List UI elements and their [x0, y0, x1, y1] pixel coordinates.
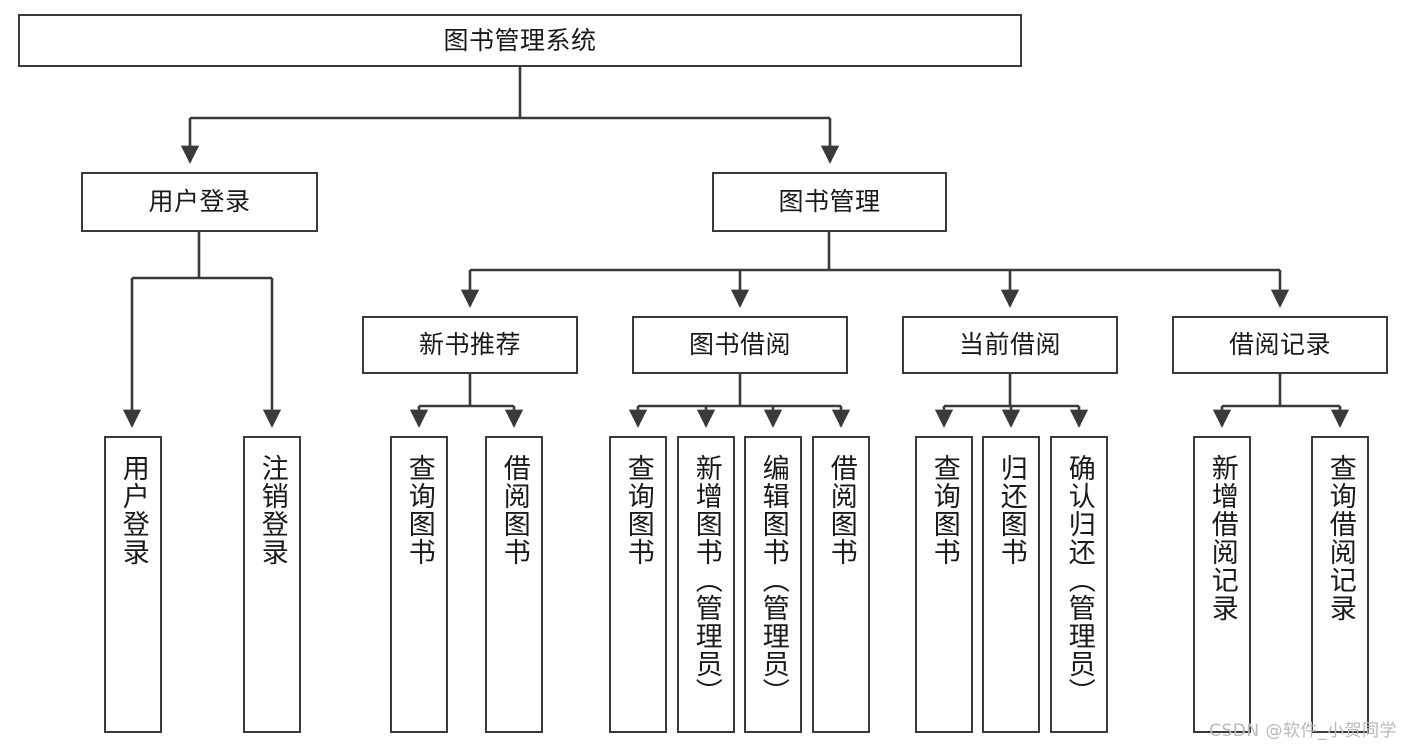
- node-label: 当前借阅: [958, 330, 1061, 360]
- node-leaf-confirm-return[interactable]: 确认归还（管理员）: [1050, 436, 1108, 733]
- node-label: 查询图书: [622, 454, 654, 566]
- node-label: 查询图书: [403, 454, 435, 566]
- node-borrow-record[interactable]: 借阅记录: [1172, 316, 1388, 374]
- node-leaf-add-book[interactable]: 新增图书（管理员）: [677, 436, 735, 733]
- node-label: 新增借阅记录: [1206, 454, 1238, 622]
- node-label: 用户登录: [117, 454, 149, 566]
- node-label: 新书推荐: [418, 330, 521, 360]
- node-label: 图书管理: [778, 187, 881, 217]
- node-leaf-add-borrow-record[interactable]: 新增借阅记录: [1193, 436, 1251, 733]
- node-new-book-recommend[interactable]: 新书推荐: [362, 316, 578, 374]
- node-leaf-query-borrow-record[interactable]: 查询借阅记录: [1311, 436, 1369, 733]
- node-leaf-query-book-current[interactable]: 查询图书: [915, 436, 973, 733]
- node-leaf-logout-login[interactable]: 注销登录: [243, 436, 301, 733]
- node-label: 新增图书（管理员）: [690, 454, 722, 706]
- node-user-login[interactable]: 用户登录: [81, 172, 318, 232]
- node-label: 借阅图书: [825, 454, 857, 566]
- node-label: 用户登录: [148, 187, 251, 217]
- node-label: 查询图书: [928, 454, 960, 566]
- node-label: 图书管理系统: [443, 25, 597, 55]
- node-root-system[interactable]: 图书管理系统: [18, 14, 1022, 67]
- node-leaf-return-book[interactable]: 归还图书: [982, 436, 1040, 733]
- node-leaf-borrow-book[interactable]: 借阅图书: [812, 436, 870, 733]
- node-leaf-query-book-recommend[interactable]: 查询图书: [390, 436, 448, 733]
- node-book-borrow[interactable]: 图书借阅: [632, 316, 848, 374]
- watermark-text: CSDN @软件_小贺同学: [1209, 721, 1397, 741]
- node-leaf-borrow-book-recommend[interactable]: 借阅图书: [485, 436, 543, 733]
- node-current-borrow[interactable]: 当前借阅: [902, 316, 1118, 374]
- node-label: 确认归还（管理员）: [1063, 454, 1095, 706]
- node-leaf-edit-book[interactable]: 编辑图书（管理员）: [744, 436, 802, 733]
- node-label: 注销登录: [256, 454, 288, 566]
- node-label: 查询借阅记录: [1324, 454, 1356, 622]
- node-label: 图书借阅: [688, 330, 791, 360]
- node-leaf-query-book-borrow[interactable]: 查询图书: [609, 436, 667, 733]
- node-label: 借阅记录: [1228, 330, 1331, 360]
- node-label: 归还图书: [995, 454, 1027, 566]
- node-label: 编辑图书（管理员）: [757, 454, 789, 706]
- node-label: 借阅图书: [498, 454, 530, 566]
- node-leaf-user-login[interactable]: 用户登录: [104, 436, 162, 733]
- node-book-manage[interactable]: 图书管理: [712, 172, 947, 232]
